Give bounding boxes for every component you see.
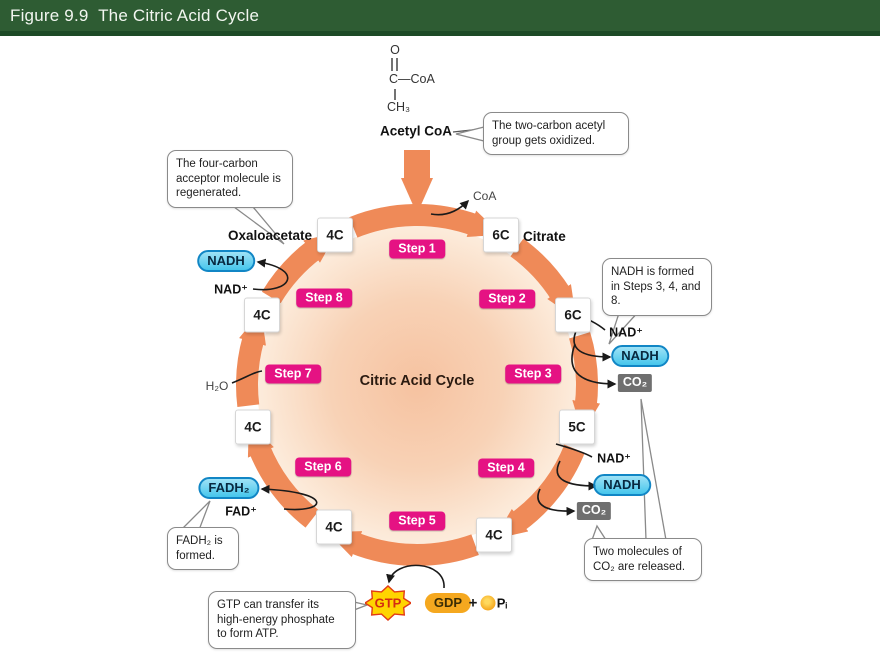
step-2-badge: Step 2 bbox=[479, 289, 535, 309]
figure-header-bar: Figure 9.9 The Citric Acid Cycle bbox=[0, 0, 880, 36]
nad-plus-label-step3: NAD⁺ bbox=[609, 325, 643, 340]
gtp-starburst-shape bbox=[363, 585, 413, 621]
step-1-badge: Step 1 bbox=[389, 239, 445, 259]
coa-exit-arrow bbox=[430, 199, 470, 216]
acetyl-coa-label: Acetyl CoA bbox=[379, 123, 453, 139]
step-5-badge: Step 5 bbox=[389, 511, 445, 531]
acetyl-oxygen-label: O bbox=[390, 43, 400, 57]
co2-arrow-step3 bbox=[571, 343, 617, 389]
gdp-badge: GDP bbox=[424, 593, 472, 613]
callout-co2-released: Two molecules of CO₂ are released. bbox=[584, 538, 702, 582]
step-7-badge: Step 7 bbox=[265, 364, 321, 384]
reaction-arrows bbox=[231, 199, 617, 589]
nad-plus-label-step8: NAD⁺ bbox=[214, 282, 248, 297]
ring-to-nad-line-step4 bbox=[555, 443, 593, 458]
carbon-box-4c-bottom-left: 4C bbox=[316, 509, 352, 545]
acetyl-ch3-label: CH₃ bbox=[387, 100, 411, 114]
cycle-title: Citric Acid Cycle bbox=[359, 373, 475, 389]
callout-acetyl-oxidized: The two-carbon acetyl group gets oxidize… bbox=[483, 112, 629, 156]
carbon-box-5c: 5C bbox=[559, 409, 595, 445]
nad-to-nadh-arrow-step4 bbox=[556, 460, 598, 491]
carbon-box-citrate: 6C bbox=[483, 217, 519, 253]
fadh2-badge: FADH₂ bbox=[198, 477, 260, 499]
callout-gtp-transfer: GTP can transfer its high-energy phospha… bbox=[208, 591, 356, 650]
coa-label: CoA bbox=[473, 189, 497, 203]
acetyl-c-coa-label: C—CoA bbox=[389, 72, 435, 86]
carbon-box-4c-left-upper: 4C bbox=[244, 297, 280, 333]
nadh-badge-step8: NADH bbox=[197, 250, 255, 272]
nadh-badge-step4: NADH bbox=[593, 474, 651, 496]
cycle-ring-arrows bbox=[236, 204, 601, 566]
oxaloacetate-label: Oxaloacetate bbox=[228, 228, 313, 243]
step-8-badge: Step 8 bbox=[296, 288, 352, 308]
gdp-to-gtp-arrow bbox=[386, 564, 445, 589]
plus-sign: + bbox=[468, 594, 478, 612]
fad-to-fadh2-arrow bbox=[260, 484, 318, 511]
co2-badge-step3: CO₂ bbox=[617, 374, 653, 392]
cycle-inner-gradient bbox=[257, 225, 577, 545]
citrate-label: Citrate bbox=[523, 229, 566, 244]
h2o-entry-line bbox=[231, 370, 263, 384]
callout-acceptor-regenerated: The four-carbon acceptor molecule is reg… bbox=[167, 150, 293, 209]
nad-plus-label-step4: NAD⁺ bbox=[597, 451, 631, 466]
co2-badge-step4: CO₂ bbox=[576, 502, 612, 520]
figure-title: Figure 9.9 The Citric Acid Cycle bbox=[10, 5, 260, 25]
co2-arrow-step4 bbox=[537, 488, 576, 516]
step-3-badge: Step 3 bbox=[505, 364, 561, 384]
carbon-box-oxaloacetate: 4C bbox=[317, 217, 353, 253]
callout-fadh2-formed: FADH₂ is formed. bbox=[167, 527, 239, 571]
carbon-box-4c-left-lower: 4C bbox=[235, 409, 271, 445]
callout-nadh-formed: NADH is formed in Steps 3, 4, and 8. bbox=[602, 258, 712, 317]
gtp-starburst: GTP bbox=[363, 585, 413, 621]
carbon-box-4c-bottom-right: 4C bbox=[476, 517, 512, 553]
carbon-box-6c-right: 6C bbox=[555, 297, 591, 333]
nad-to-nadh-arrow-step8 bbox=[252, 258, 289, 291]
nadh-badge-step3: NADH bbox=[611, 345, 669, 367]
nad-to-nadh-arrow-step3 bbox=[573, 328, 612, 362]
step-4-badge: Step 4 bbox=[478, 458, 534, 478]
h2o-label: H₂O bbox=[205, 379, 229, 393]
acetyl-bonds bbox=[391, 58, 398, 100]
step-6-badge: Step 6 bbox=[295, 457, 351, 477]
pi-label: Pᵢ bbox=[496, 595, 508, 611]
fad-plus-label: FAD⁺ bbox=[225, 504, 257, 519]
gtp-label: GTP bbox=[374, 595, 402, 611]
phosphate-dot-icon bbox=[480, 595, 496, 611]
